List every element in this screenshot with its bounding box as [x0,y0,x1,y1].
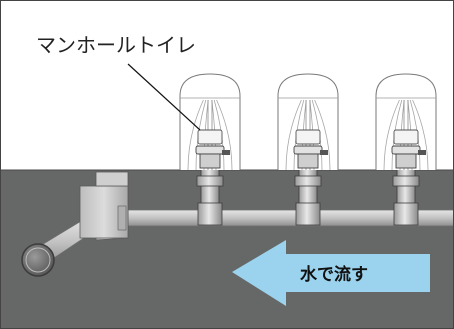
toilet-seat [195,145,225,155]
toilet-lever [418,150,426,155]
flow-arrow-label: 水で流す [300,264,368,285]
toilet-lever [320,150,328,155]
riser-collar [392,175,420,187]
toilet-backrest [197,129,223,145]
tent-fold [314,99,331,171]
toilet-base [395,153,417,169]
sewer-manhole-rim [25,247,51,273]
tent-fold [412,99,429,171]
manhole-toilet [179,73,241,226]
manhole-toilet [277,73,339,226]
pipe-junction [393,202,419,226]
manhole-toilet [375,73,437,226]
toilet-seat [293,145,323,155]
riser-collar [294,175,322,187]
toilet-backrest [295,129,321,145]
toilet-lever [222,150,230,155]
toilet-seat [391,145,421,155]
toilet-backrest [393,129,419,145]
toilet-base [199,153,221,169]
flow-arrow: 水で流す [232,240,430,306]
tent-fold [285,99,302,171]
pipe-junction [295,202,321,226]
tent-fold [216,99,233,171]
ground [0,170,454,329]
sewer-manhole [21,243,55,277]
riser-collar [196,175,224,187]
tent-fold [383,99,400,171]
tent-fold [187,99,204,171]
pipe-junction [197,202,223,226]
callout-label: マンホールトイレ [36,33,196,57]
toilets-layer [179,73,437,226]
flow-arrow-shape [232,240,430,306]
callout-leader-line [127,63,201,131]
drain-tank [79,171,129,241]
toilet-base [297,153,319,169]
